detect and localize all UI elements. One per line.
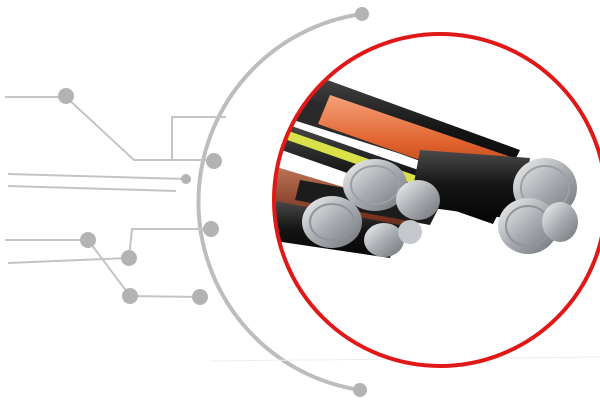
node-dot: [192, 289, 208, 305]
arc-bottom-dot: [353, 383, 367, 397]
arc-top-dot: [355, 7, 369, 21]
node-dot: [58, 88, 74, 104]
node-dot: [181, 174, 191, 184]
highlight-ring: [272, 32, 600, 368]
node-dot: [206, 153, 222, 169]
circuit-lines: [5, 96, 226, 298]
node-dot: [122, 288, 138, 304]
cable-bundle-image: [274, 34, 600, 366]
node-dot: [121, 250, 137, 266]
node-dot: [203, 221, 219, 237]
circuit-nodes: [58, 88, 222, 305]
node-dot: [80, 232, 96, 248]
